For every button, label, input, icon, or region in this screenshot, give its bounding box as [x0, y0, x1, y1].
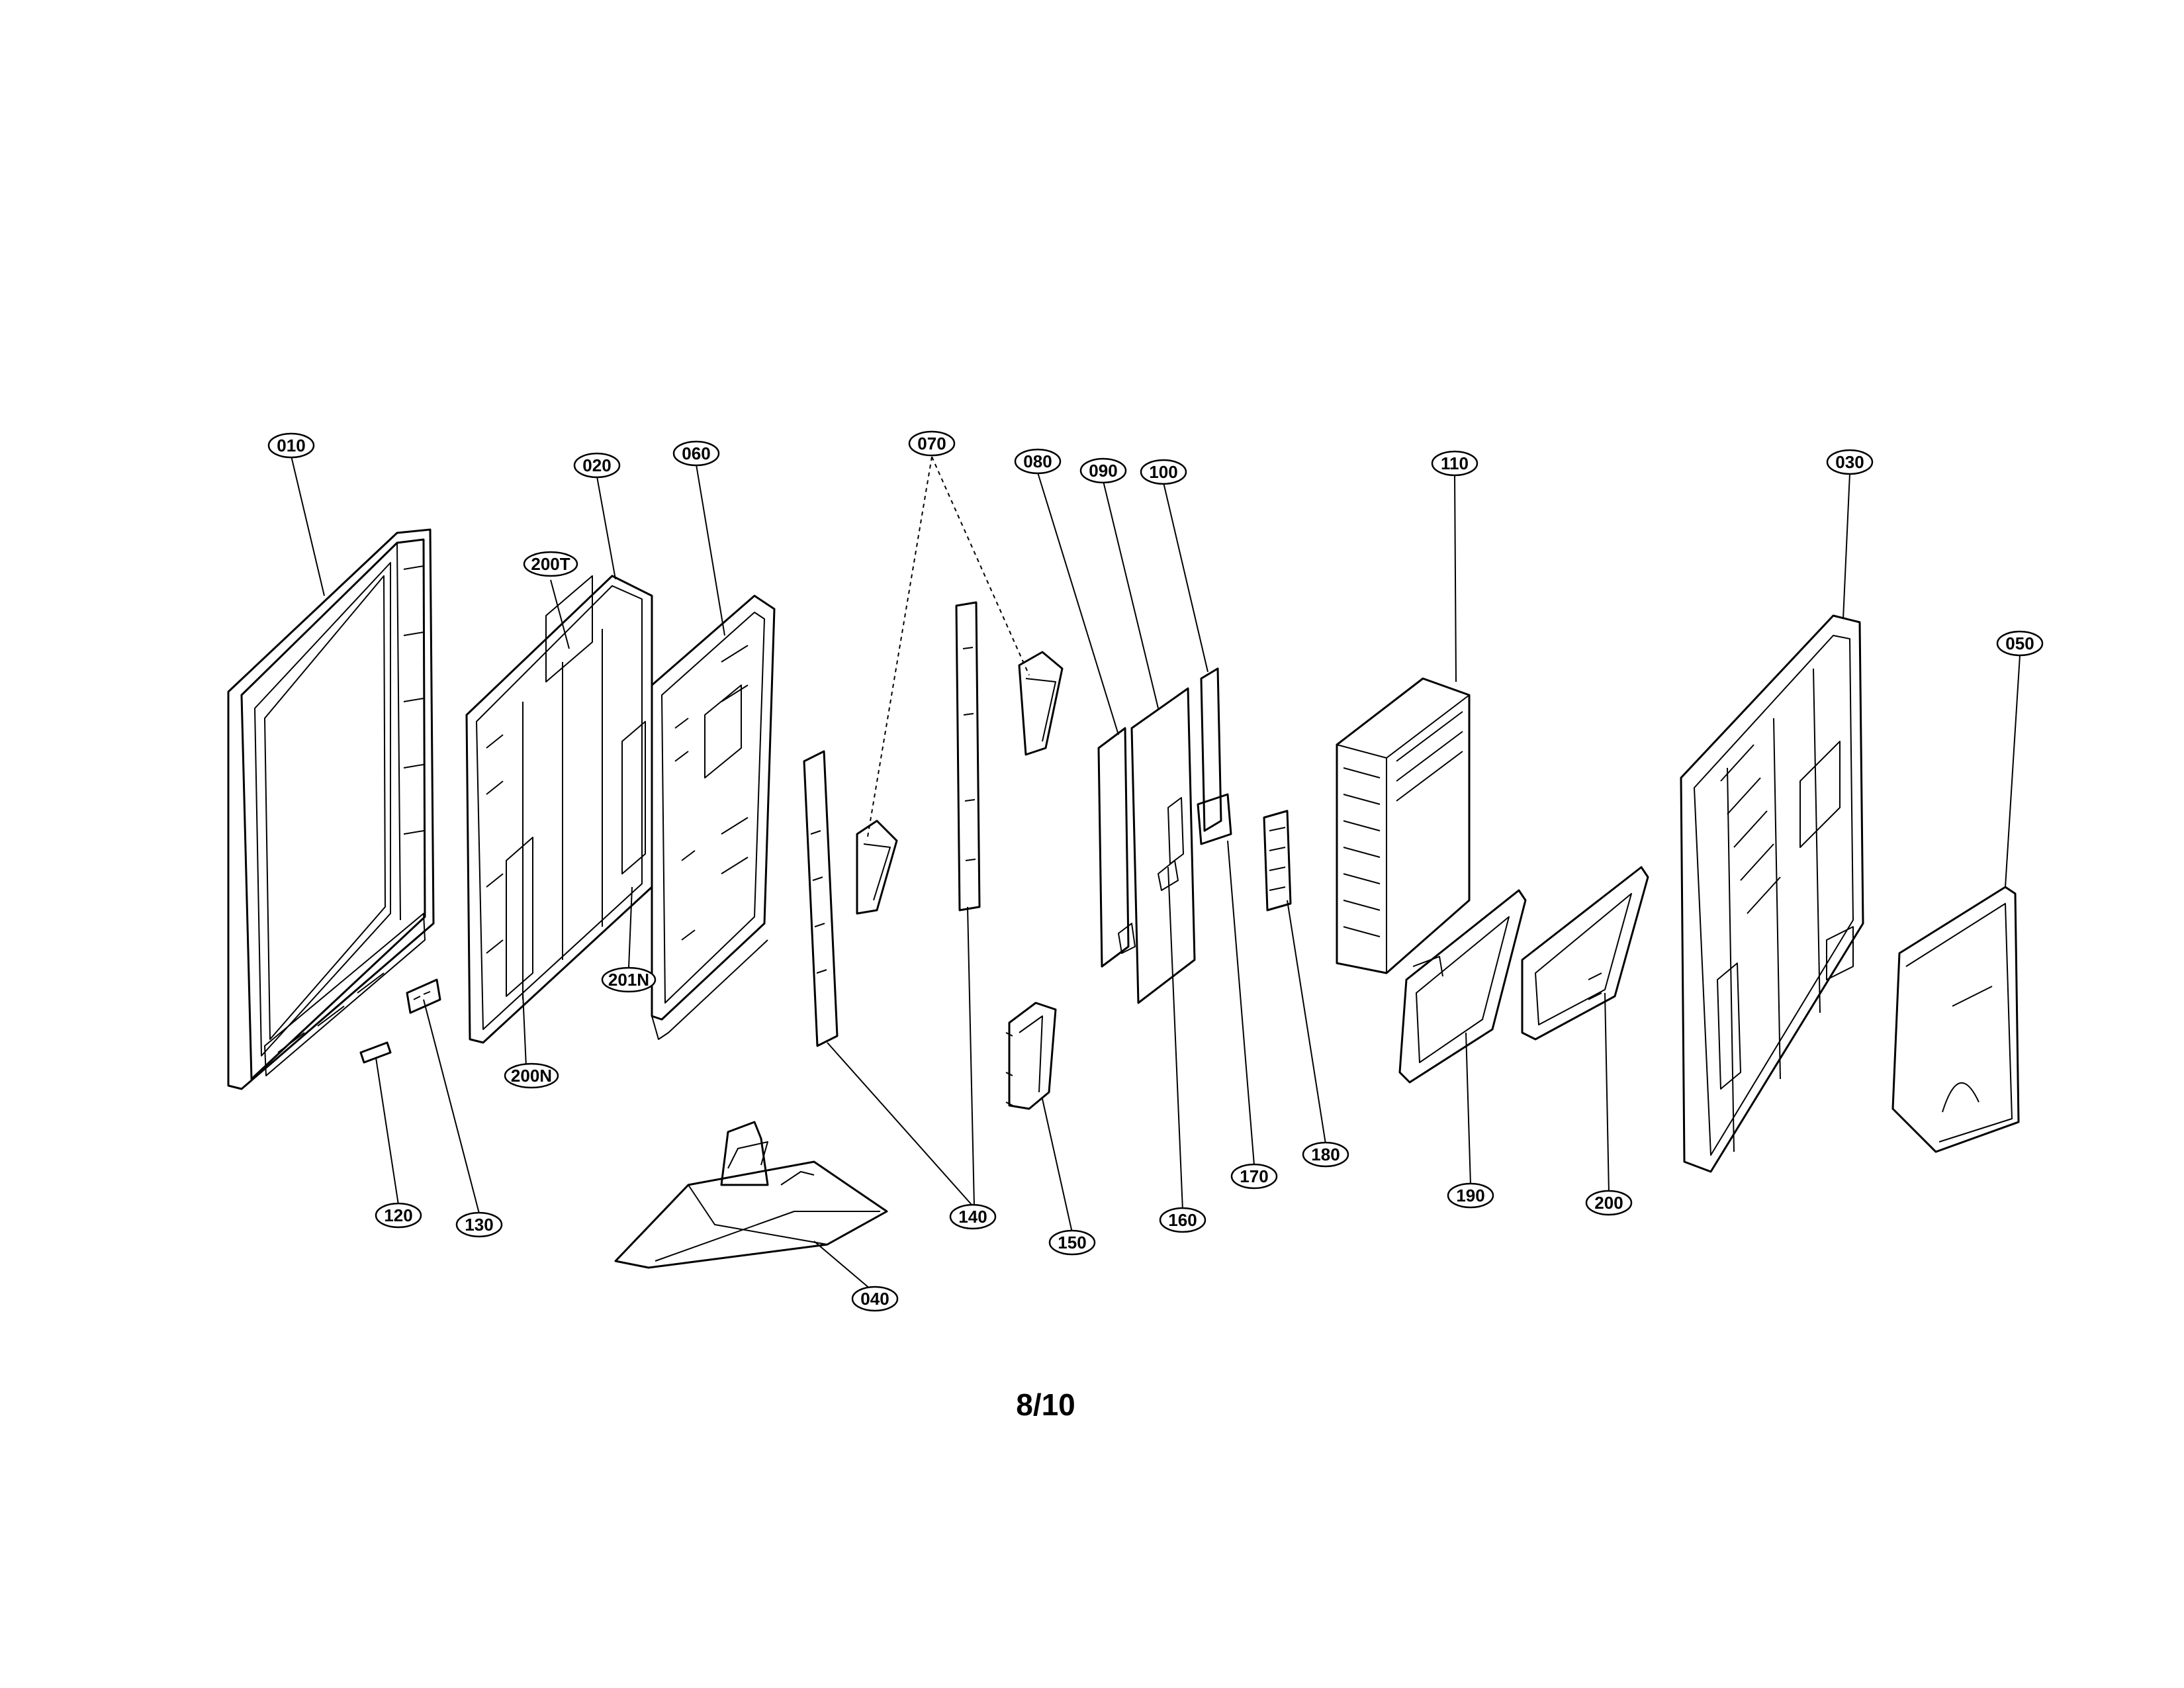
- page-number: 8/10: [1016, 1387, 1075, 1422]
- svg-text:200N: 200N: [511, 1066, 552, 1086]
- svg-text:201N: 201N: [608, 970, 649, 990]
- label-010: 010: [267, 432, 315, 459]
- leader-lines: [291, 455, 2021, 1293]
- label-090: 090: [1079, 457, 1127, 484]
- svg-text:170: 170: [1240, 1166, 1268, 1186]
- svg-text:160: 160: [1168, 1210, 1197, 1230]
- svg-text:010: 010: [277, 436, 305, 455]
- part-150-side-bracket: [1005, 1002, 1057, 1110]
- svg-text:080: 080: [1023, 451, 1052, 471]
- part-080-090-160-boards: [1097, 687, 1196, 1004]
- svg-text:200T: 200T: [531, 554, 570, 574]
- part-030-rear-cover: [1680, 614, 1864, 1173]
- label-190: 190: [1447, 1182, 1494, 1209]
- svg-text:140: 140: [958, 1207, 987, 1227]
- part-100-170-small-board: [1197, 667, 1232, 845]
- svg-text:030: 030: [1835, 452, 1864, 472]
- part-110-shield: [1336, 677, 1471, 974]
- svg-text:150: 150: [1058, 1233, 1086, 1252]
- part-070-brackets: [856, 651, 1064, 915]
- label-070: 070: [908, 430, 956, 457]
- svg-text:090: 090: [1089, 461, 1117, 481]
- svg-text:190: 190: [1456, 1186, 1484, 1205]
- part-060-main-chassis: [651, 594, 776, 1040]
- svg-text:020: 020: [582, 455, 611, 475]
- label-150: 150: [1048, 1229, 1096, 1256]
- svg-text:100: 100: [1149, 462, 1177, 482]
- label-180: 180: [1302, 1141, 1349, 1168]
- part-200-bracket: [1521, 866, 1649, 1041]
- svg-text:060: 060: [682, 444, 710, 463]
- label-200n: 200N: [504, 1062, 559, 1089]
- label-170: 170: [1230, 1163, 1278, 1190]
- label-020: 020: [573, 452, 621, 479]
- part-050-stand-cover: [1891, 886, 2020, 1153]
- label-120: 120: [375, 1202, 422, 1229]
- label-060: 060: [672, 440, 720, 467]
- svg-text:180: 180: [1311, 1145, 1340, 1164]
- label-200: 200: [1585, 1190, 1633, 1216]
- label-201n: 201N: [601, 966, 657, 993]
- svg-text:120: 120: [384, 1205, 412, 1225]
- label-040: 040: [851, 1286, 899, 1312]
- part-140-vertical-rails: [803, 601, 981, 1047]
- label-100: 100: [1140, 459, 1187, 485]
- label-140: 140: [949, 1203, 997, 1230]
- part-190-bracket: [1398, 889, 1527, 1084]
- label-050: 050: [1996, 630, 2044, 657]
- part-labels: 010 020 060 070 080 090 100 110 030 050 …: [267, 430, 2044, 1312]
- label-130: 130: [455, 1211, 503, 1238]
- part-040-stand-base: [614, 1121, 888, 1269]
- svg-text:040: 040: [860, 1289, 889, 1309]
- part-010-front-bezel: [227, 528, 435, 1090]
- label-030: 030: [1826, 449, 1874, 475]
- part-180-connector: [1263, 810, 1292, 912]
- label-080: 080: [1014, 448, 1062, 475]
- svg-text:110: 110: [1441, 453, 1469, 473]
- svg-text:050: 050: [2005, 633, 2034, 653]
- label-160: 160: [1159, 1207, 1206, 1233]
- svg-text:070: 070: [917, 434, 946, 453]
- part-120-130-small-parts: [359, 978, 441, 1064]
- label-110: 110: [1431, 450, 1479, 477]
- svg-text:130: 130: [465, 1215, 493, 1235]
- label-200t: 200T: [523, 551, 578, 577]
- svg-text:200: 200: [1594, 1193, 1623, 1213]
